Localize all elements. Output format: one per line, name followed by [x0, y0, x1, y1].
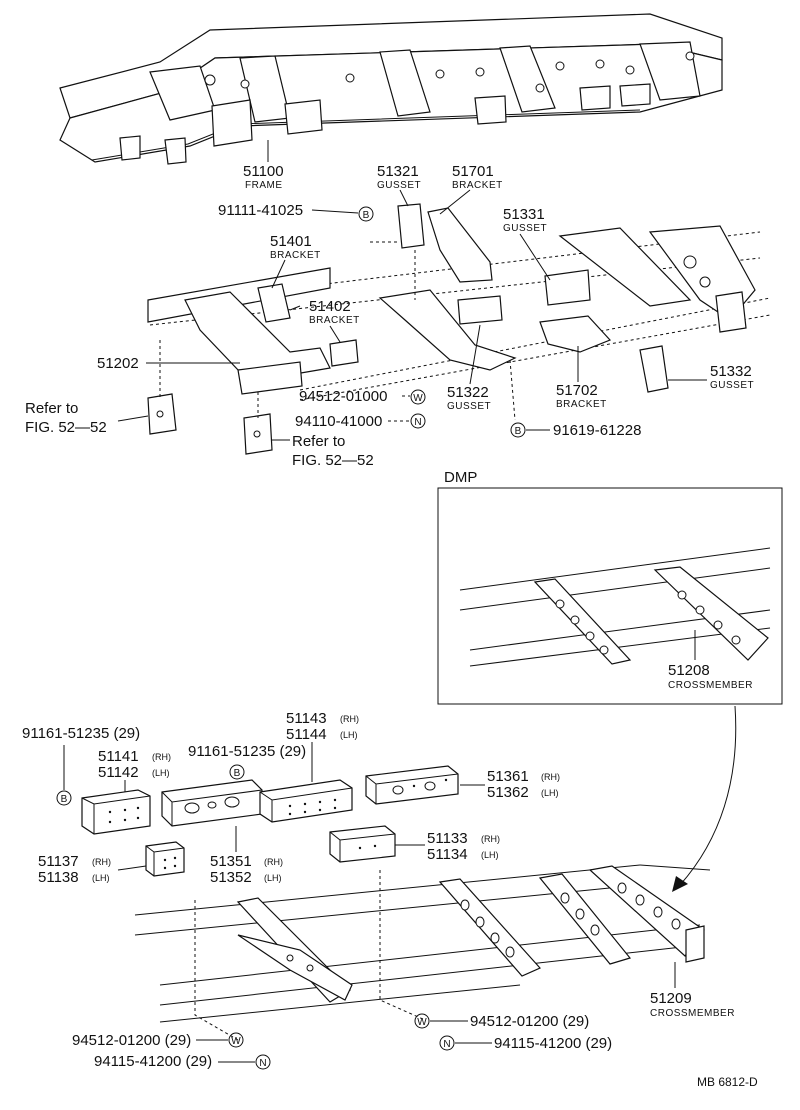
symbol-w-marker-3	[228, 1032, 244, 1048]
gusset-51331-number: 51331	[503, 206, 545, 223]
frame-assembly-drawing	[59, 13, 723, 165]
refer-note-1-line1: Refer to	[25, 400, 78, 417]
reinforcement-51133-drawing	[329, 825, 396, 863]
lh-tag-51144: (LH)	[340, 730, 358, 740]
symbol-b-marker-2	[510, 422, 526, 438]
refer-note-2-line1: Refer to	[292, 433, 345, 450]
bracket-51702-caption: BRACKET	[556, 399, 607, 410]
symbol-n-letter-3: N	[259, 1058, 266, 1069]
curved-arrow	[679, 705, 737, 886]
symbol-b-letter-4: B	[234, 768, 241, 779]
symbol-b-marker-4	[229, 764, 245, 780]
part-51144-number: 51144	[286, 726, 327, 743]
gusset-51321-caption: GUSSET	[377, 180, 421, 191]
washer-94512-01000-number: 94512-01000	[299, 388, 387, 405]
gusset-51332-caption: GUSSET	[710, 380, 754, 391]
part-51134-number: 51134	[427, 846, 468, 863]
part-51142-number: 51142	[98, 764, 139, 781]
rh-tag-51351: (RH)	[264, 857, 283, 867]
symbol-w-letter-2: W	[417, 1017, 427, 1028]
reinforcement-51351-drawing	[161, 779, 263, 827]
washer-94512-01200-right-number: 94512-01200 (29)	[470, 1013, 589, 1030]
symbol-w-letter-3: W	[231, 1036, 241, 1047]
symbol-b-letter-2: B	[515, 426, 522, 437]
rh-tag-51141: (RH)	[152, 752, 171, 762]
rh-tag-51143: (RH)	[340, 714, 359, 724]
symbol-n-letter-1: N	[414, 417, 421, 428]
symbol-b-letter-3: B	[61, 794, 68, 805]
part-51141-number: 51141	[98, 748, 139, 765]
frame-caption: FRAME	[245, 180, 283, 191]
part-51351-number: 51351	[210, 853, 252, 870]
lh-tag-51134: (LH)	[481, 850, 499, 860]
bolt-91161-b-number: 91161-51235 (29)	[188, 743, 306, 760]
reinforcement-51141-drawing	[81, 789, 151, 835]
part-51133-number: 51133	[427, 830, 468, 847]
gusset-51331-caption: GUSSET	[503, 223, 547, 234]
dmp-inset-box	[437, 487, 783, 705]
bracket-51401-number: 51401	[270, 233, 312, 250]
part-51138-number: 51138	[38, 869, 79, 886]
part-51143-number: 51143	[286, 710, 327, 727]
symbol-w-marker-2	[414, 1013, 430, 1029]
bracket-51402-caption: BRACKET	[309, 315, 360, 326]
rh-tag-51133: (RH)	[481, 834, 500, 844]
washer-94512-01200-left-number: 94512-01200 (29)	[72, 1032, 191, 1049]
symbol-b-marker-3	[56, 790, 72, 806]
gusset-51322-number: 51322	[447, 384, 489, 401]
symbol-w-marker-1	[410, 389, 426, 405]
symbol-b-marker	[358, 206, 374, 222]
part-51361-number: 51361	[487, 768, 529, 785]
part-51362-number: 51362	[487, 784, 529, 801]
symbol-n-marker-1	[410, 413, 426, 429]
crossmember-51202-number: 51202	[97, 355, 139, 372]
figure-code: MB 6812-D	[697, 1075, 758, 1089]
bracket-51402-number: 51402	[309, 298, 351, 315]
frame-part-number: 51100	[243, 163, 284, 180]
bolt-91111-number: 91111-41025	[218, 202, 303, 219]
gusset-51322-caption: GUSSET	[447, 401, 491, 412]
reinforcement-51137-drawing	[145, 841, 185, 877]
nut-94115-41200-left-number: 94115-41200 (29)	[94, 1053, 212, 1070]
part-51352-number: 51352	[210, 869, 252, 886]
lh-tag-51352: (LH)	[264, 873, 282, 883]
refer-note-2-line2: FIG. 52—52	[292, 452, 374, 469]
bracket-51701-number: 51701	[452, 163, 494, 180]
symbol-n-marker-2	[439, 1035, 455, 1051]
crossmember-51209-caption: CROSSMEMBER	[650, 1008, 735, 1019]
symbol-b-letter: B	[363, 210, 370, 221]
lower-frame-drawing	[134, 864, 711, 1041]
bracket-51401-caption: BRACKET	[270, 250, 321, 261]
nut-94110-41000-number: 94110-41000	[295, 413, 382, 430]
bracket-51702-number: 51702	[556, 382, 598, 399]
arrow-head	[672, 876, 688, 892]
gusset-51321-number: 51321	[377, 163, 419, 180]
refer-note-1-line2: FIG. 52—52	[25, 419, 107, 436]
crossmember-51209-number: 51209	[650, 990, 692, 1007]
reinforcement-51143-drawing	[259, 779, 353, 823]
bolt-91619-number: 91619-61228	[553, 422, 641, 439]
lh-tag-51142: (LH)	[152, 768, 170, 778]
rh-tag-51361: (RH)	[541, 772, 560, 782]
symbol-n-marker-3	[255, 1054, 271, 1070]
dmp-crossmember-drawing	[459, 547, 771, 667]
gusset-51332-number: 51332	[710, 363, 752, 380]
lh-tag-51138: (LH)	[92, 873, 110, 883]
lh-tag-51362: (LH)	[541, 788, 559, 798]
bracket-assembly-drawing	[147, 203, 771, 455]
bracket-51701-caption: BRACKET	[452, 180, 503, 191]
symbol-n-letter-2: N	[443, 1039, 450, 1050]
rh-tag-51137: (RH)	[92, 857, 111, 867]
part-51137-number: 51137	[38, 853, 79, 870]
crossmember-51208-caption: CROSSMEMBER	[668, 680, 753, 691]
nut-94115-41200-right-number: 94115-41200 (29)	[494, 1035, 612, 1052]
dmp-label: DMP	[444, 469, 477, 486]
reinforcement-51361-drawing	[365, 765, 459, 805]
bolt-91161-a-number: 91161-51235 (29)	[22, 725, 140, 742]
crossmember-51208-number: 51208	[668, 662, 710, 679]
symbol-w-letter-1: W	[413, 393, 423, 404]
